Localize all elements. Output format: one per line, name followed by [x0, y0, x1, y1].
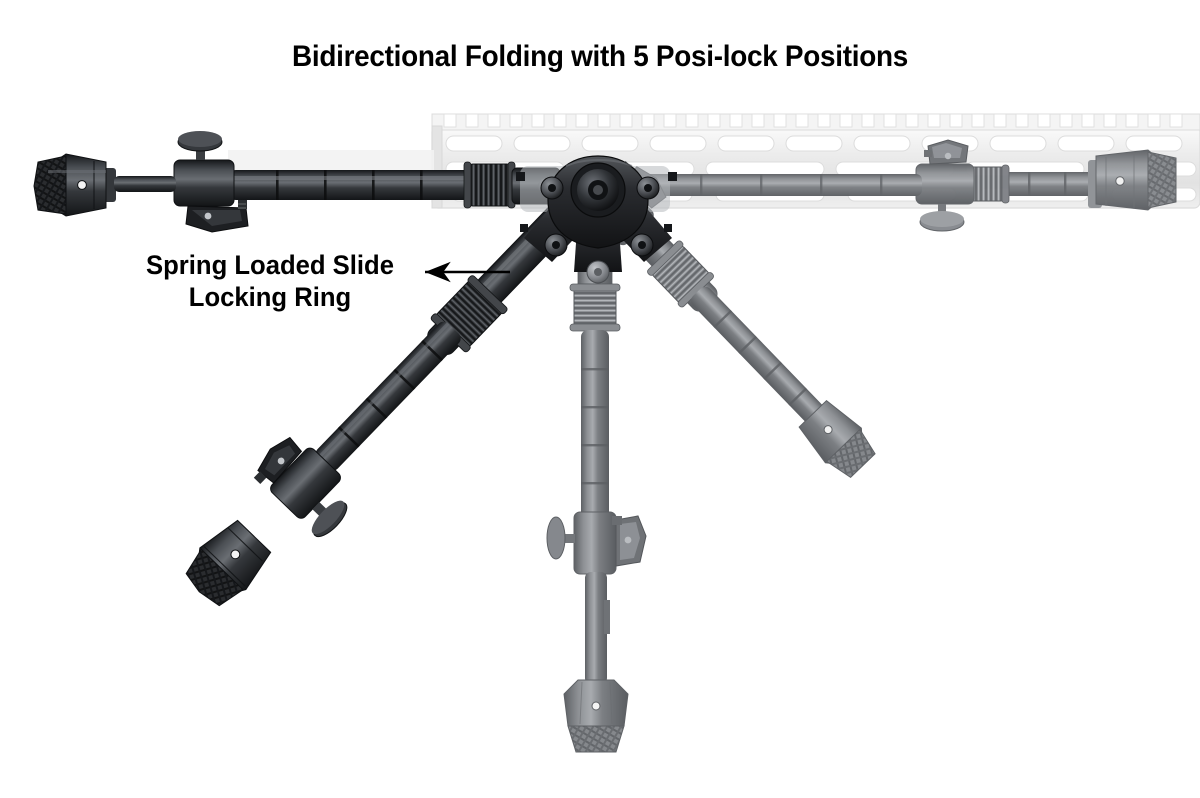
- foot-left-folded-dark: [33, 153, 116, 217]
- foot-left-deployed-dark: [185, 519, 272, 607]
- foot-right-folded-ghost: [1088, 149, 1177, 211]
- annotation-line-1: Spring Loaded Slide: [146, 250, 394, 280]
- foot-center-ghost: [563, 679, 629, 753]
- leg-deployed-center-ghost: [546, 221, 647, 753]
- figure-title: Bidirectional Folding with 5 Posi-lock P…: [292, 40, 908, 73]
- annotation-spring-loaded-slide-locking-ring: Spring Loaded Slide Locking Ring: [128, 250, 413, 314]
- pivot-hub: [516, 155, 677, 284]
- leg-folded-right-ghost: [640, 139, 1177, 232]
- annotation-line-2: Locking Ring: [188, 281, 352, 312]
